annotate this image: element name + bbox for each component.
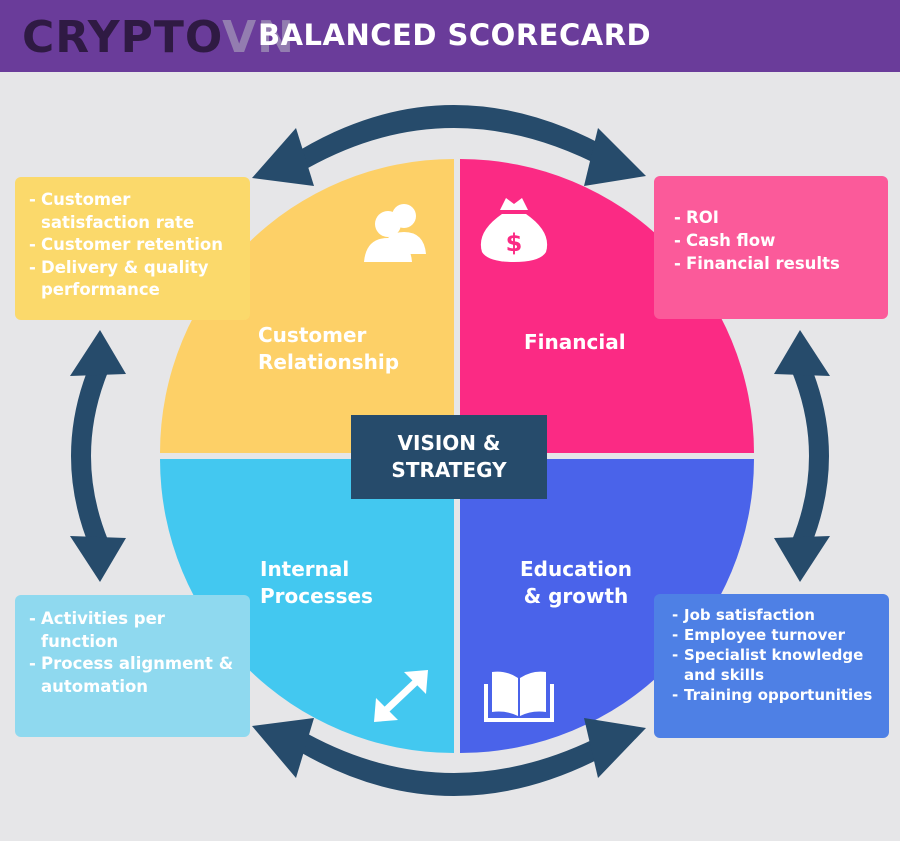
- bottom-arc-arrowhead-right: [584, 718, 646, 778]
- money-bag-icon: $: [480, 198, 548, 262]
- quadrant-internal: [160, 459, 454, 753]
- quadrant-label-customer: Customer Relationship: [258, 322, 399, 376]
- top-arc-arrowhead-left: [252, 128, 314, 186]
- quadrant-label-customer-line1: Customer: [258, 323, 367, 347]
- header-bar: [0, 0, 900, 72]
- list-item: Activities per function: [29, 608, 240, 653]
- people-icon: [364, 204, 426, 262]
- internal-metrics-list: Activities per function Process alignmen…: [29, 608, 240, 698]
- top-arc-arrowhead-right: [584, 128, 646, 186]
- list-item: Employee turnover: [672, 625, 879, 645]
- quadrant-label-financial: Financial: [524, 329, 626, 356]
- quadrant-label-customer-line2: Relationship: [258, 350, 400, 374]
- list-item: Cash flow: [674, 229, 878, 252]
- financial-metrics-list: ROI Cash flow Financial results: [674, 206, 878, 275]
- vision-strategy-line2: STRATEGY: [391, 458, 507, 482]
- left-arc-arrow-body: [71, 364, 108, 548]
- list-item: Training opportunities: [672, 685, 879, 705]
- cycle-arrows: [70, 105, 830, 796]
- bottom-arc-arrow-body: [300, 734, 612, 796]
- book-icon: [484, 671, 554, 722]
- internal-metrics-note: Activities per function Process alignmen…: [15, 595, 250, 737]
- page-title: BALANCED SCORECARD: [258, 18, 652, 52]
- expand-arrows-icon: [374, 670, 428, 722]
- quadrant-label-internal-line1: Internal: [260, 557, 350, 581]
- quadrant-label-education-line1: Education: [520, 557, 632, 581]
- vision-strategy-line1: VISION &: [397, 431, 501, 455]
- quadrant-label-education-line2: & growth: [523, 584, 629, 608]
- customer-metrics-note: Customer satisfaction rate Customer rete…: [15, 177, 250, 320]
- quadrant-label-education: Education & growth: [516, 556, 636, 610]
- quadrant-label-financial-line1: Financial: [524, 330, 626, 354]
- right-arc-arrowhead-bottom: [774, 536, 830, 582]
- list-item: Job satisfaction: [672, 605, 879, 625]
- left-arc-arrowhead-top: [70, 330, 126, 376]
- quadrant-label-internal-line2: Processes: [260, 584, 373, 608]
- list-item: Process alignment & automation: [29, 653, 240, 698]
- list-item: Financial results: [674, 252, 878, 275]
- svg-text:$: $: [506, 229, 523, 257]
- list-item: Delivery & quality performance: [29, 257, 240, 302]
- list-item: Customer retention: [29, 234, 240, 257]
- logo-text-vn: VN: [222, 12, 296, 63]
- top-arc-arrow-body: [300, 105, 612, 168]
- vision-strategy-box: VISION & STRATEGY: [351, 415, 547, 499]
- list-item: ROI: [674, 206, 878, 229]
- right-arc-arrow-body: [792, 364, 829, 548]
- customer-metrics-list: Customer satisfaction rate Customer rete…: [29, 189, 240, 302]
- education-metrics-list: Job satisfaction Employee turnover Speci…: [672, 605, 879, 705]
- list-item: Specialist knowledge and skills: [672, 645, 879, 685]
- financial-metrics-note: ROI Cash flow Financial results: [654, 176, 888, 319]
- list-item: Customer satisfaction rate: [29, 189, 240, 234]
- brand-logo: CRYPTOVN: [22, 12, 295, 64]
- bottom-arc-arrowhead-left: [252, 718, 314, 778]
- education-metrics-note: Job satisfaction Employee turnover Speci…: [654, 594, 889, 738]
- right-arc-arrowhead-top: [774, 330, 830, 376]
- left-arc-arrowhead-bottom: [70, 536, 126, 582]
- logo-text-crypto: CRYPTO: [22, 12, 223, 63]
- quadrant-label-internal: Internal Processes: [260, 556, 373, 610]
